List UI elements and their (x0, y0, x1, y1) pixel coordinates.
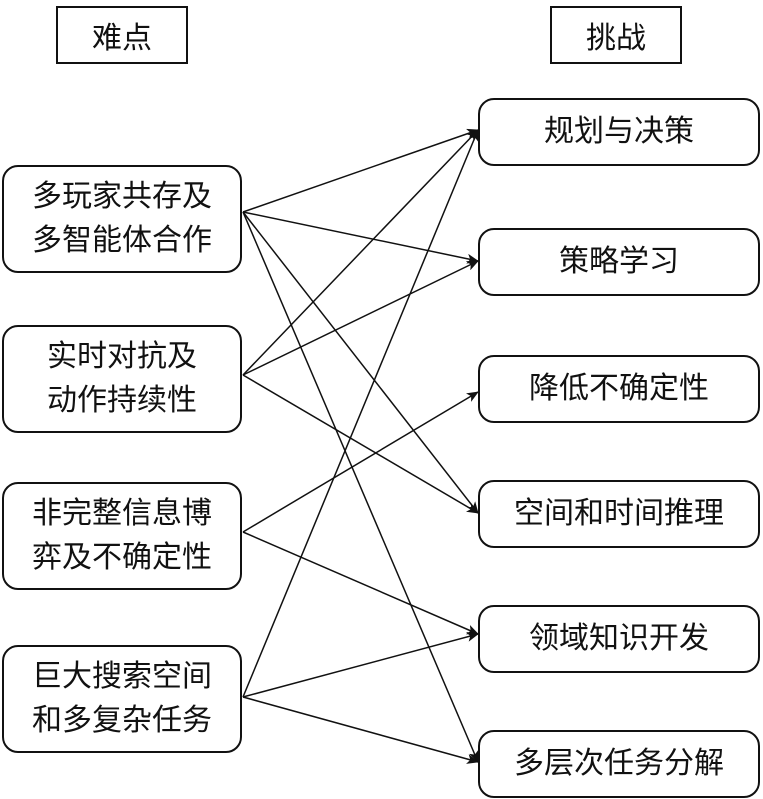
difficulty-realtime: 实时对抗及 动作持续性 (2, 325, 242, 433)
difficulty-line: 巨大搜索空间 (32, 659, 212, 694)
challenge-label: 策略学习 (559, 244, 679, 279)
connection-arrow (242, 211, 479, 264)
difficulty-line: 多智能体合作 (32, 223, 212, 258)
difficulty-line: 多玩家共存及 (32, 179, 212, 214)
challenge-domain-knowledge: 领域知识开发 (478, 605, 760, 673)
connection-arrow (242, 374, 479, 514)
connection-arrow (242, 211, 479, 514)
challenge-label: 领域知识开发 (529, 621, 709, 656)
connection-arrow (242, 129, 479, 698)
connection-arrow (242, 696, 479, 764)
difficulty-imperfect-info: 非完整信息博 弈及不确定性 (2, 482, 242, 590)
challenge-task-decomposition: 多层次任务分解 (478, 730, 760, 798)
challenge-label: 规划与决策 (544, 114, 694, 149)
difficulty-search-space: 巨大搜索空间 和多复杂任务 (2, 645, 242, 753)
connection-arrow (242, 129, 479, 376)
challenge-strategy-learning: 策略学习 (478, 228, 760, 296)
difficulties-header: 难点 (56, 6, 188, 64)
connection-arrow (242, 211, 479, 763)
connection-arrow (242, 391, 479, 533)
challenge-planning: 规划与决策 (478, 98, 760, 166)
challenge-spatiotemporal: 空间和时间推理 (478, 480, 760, 548)
difficulty-line: 和多复杂任务 (32, 703, 212, 738)
difficulty-line: 动作持续性 (47, 383, 197, 418)
challenges-header: 挑战 (550, 6, 682, 64)
difficulty-line: 非完整信息博 (32, 496, 212, 531)
challenge-label: 降低不确定性 (529, 371, 709, 406)
difficulty-multiplayer: 多玩家共存及 多智能体合作 (2, 165, 242, 273)
challenge-reduce-uncertainty: 降低不确定性 (478, 355, 760, 423)
connection-arrow (242, 260, 479, 376)
difficulty-line: 实时对抗及 (47, 339, 197, 374)
connection-arrow (242, 632, 479, 698)
connection-arrow (242, 531, 479, 635)
challenge-label: 空间和时间推理 (514, 496, 724, 531)
challenge-label: 多层次任务分解 (514, 746, 724, 781)
connection-arrow (242, 128, 479, 213)
difficulty-line: 弈及不确定性 (32, 540, 212, 575)
